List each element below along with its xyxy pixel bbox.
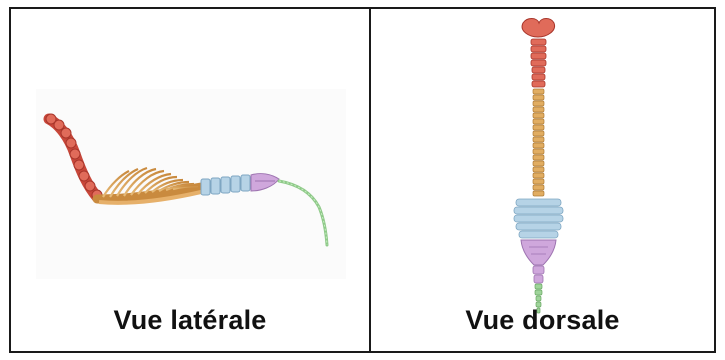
lateral-spine-illustration xyxy=(11,9,369,351)
dorsal-view-panel: Vue dorsale xyxy=(371,9,714,351)
cervical-segment-dorsal xyxy=(531,39,546,87)
sacral-segment-dorsal xyxy=(521,240,556,283)
atlas-vertebra xyxy=(522,19,554,38)
thoracic-segment-dorsal xyxy=(533,89,544,196)
lateral-view-caption: Vue latérale xyxy=(11,305,369,336)
figure-grid: Vue latérale xyxy=(9,7,716,353)
lumbar-segment-dorsal xyxy=(514,199,563,238)
dorsal-spine-illustration xyxy=(371,9,714,351)
lateral-view-panel: Vue latérale xyxy=(11,9,371,351)
dorsal-view-caption: Vue dorsale xyxy=(371,305,714,336)
